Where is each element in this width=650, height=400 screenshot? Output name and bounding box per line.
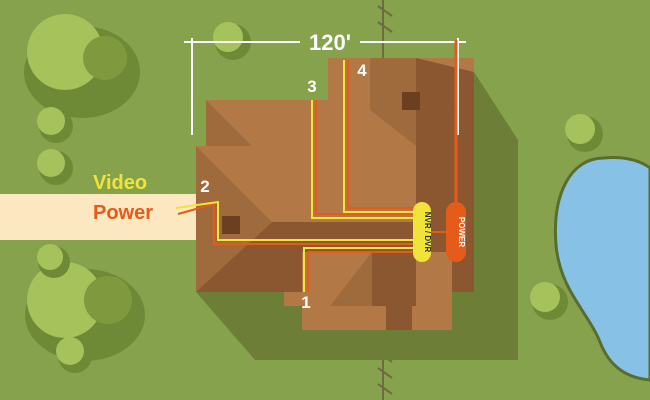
tree-small-4 bbox=[37, 244, 70, 278]
video-wire-camera-1 bbox=[303, 247, 428, 292]
power-supply-label: POWER bbox=[457, 217, 466, 247]
video-wire-camera-4 bbox=[343, 60, 428, 213]
dimension-indicator bbox=[184, 38, 466, 135]
tree-small-5 bbox=[56, 337, 92, 373]
power-wiring bbox=[177, 40, 458, 292]
power-wire-camera-2 bbox=[177, 202, 428, 245]
driveway bbox=[0, 194, 196, 240]
pond bbox=[553, 156, 650, 382]
power-wire-camera-4 bbox=[347, 60, 428, 209]
camera-label-1: 1 bbox=[301, 293, 310, 312]
tree-small-2 bbox=[37, 107, 73, 143]
nvr-dvr-device: NVR / DVR bbox=[413, 202, 432, 262]
video-wire-camera-3 bbox=[311, 100, 428, 219]
power-supply-device: POWER bbox=[446, 202, 466, 262]
power-legend-label: Power bbox=[93, 202, 153, 224]
power-wire-camera-3 bbox=[315, 100, 428, 215]
trees bbox=[24, 14, 603, 373]
tree-large-top-left bbox=[24, 14, 140, 118]
tree-small-6 bbox=[565, 114, 603, 152]
video-legend-label: Video bbox=[93, 172, 147, 194]
video-wiring bbox=[175, 60, 428, 292]
tree-small-3 bbox=[37, 149, 73, 185]
chimney-right bbox=[402, 92, 420, 110]
roof-top-gable bbox=[370, 58, 416, 146]
camera-label-4: 4 bbox=[357, 61, 367, 80]
chimney-left bbox=[222, 216, 240, 234]
dimension-label: 120' bbox=[309, 30, 351, 55]
power-wire-camera-1 bbox=[307, 251, 428, 292]
tree-small-7 bbox=[530, 282, 568, 320]
video-wire-camera-2 bbox=[175, 200, 428, 241]
nvr-dvr-label: NVR / DVR bbox=[423, 212, 432, 253]
camera-label-3: 3 bbox=[307, 77, 316, 96]
camera-label-2: 2 bbox=[200, 177, 209, 196]
tree-large-bottom-left bbox=[25, 262, 145, 361]
porch-step bbox=[386, 306, 412, 330]
